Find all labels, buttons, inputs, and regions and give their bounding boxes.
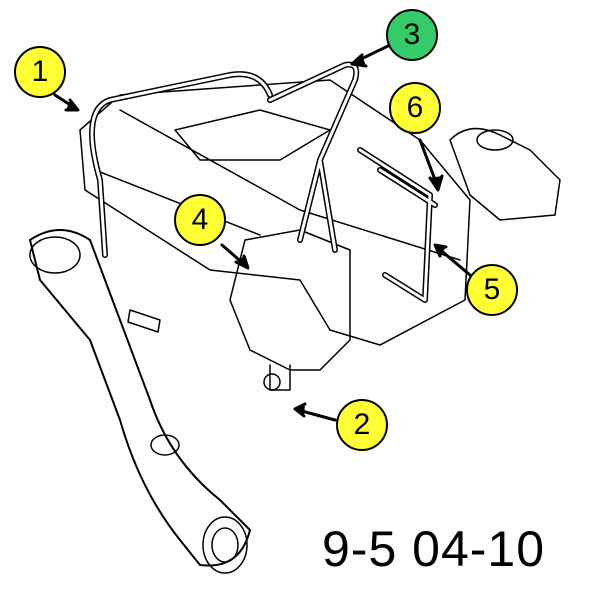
figure-id-label: 9-5 04-10 — [322, 521, 546, 577]
callout-6: 6 — [389, 82, 441, 134]
callout-2: 2 — [336, 399, 388, 451]
reservoir — [449, 127, 561, 221]
canister — [229, 229, 351, 371]
intake-pipe — [29, 229, 251, 567]
engine-detail — [94, 109, 461, 261]
callout-3: 3 — [386, 9, 438, 61]
engine-body — [79, 79, 471, 346]
callout-5: 5 — [466, 264, 518, 316]
arrow-5 — [436, 246, 472, 277]
callout-4: 4 — [174, 194, 226, 246]
leader-arrows — [53, 43, 472, 422]
callout-1: 1 — [14, 46, 66, 98]
